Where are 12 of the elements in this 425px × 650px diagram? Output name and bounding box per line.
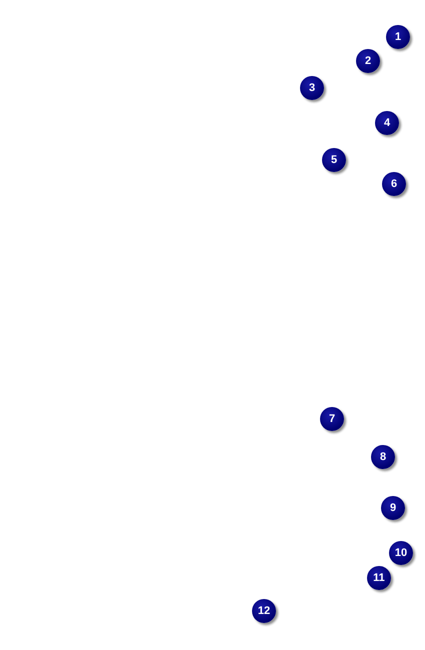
callout-number: 6 [382, 172, 406, 196]
callout-number: 7 [320, 407, 344, 431]
callout-number: 9 [381, 496, 405, 520]
callout-number: 4 [375, 111, 399, 135]
callout-number: 11 [367, 566, 391, 590]
callout-number: 12 [252, 599, 276, 623]
callout-number: 8 [371, 445, 395, 469]
callout-number: 5 [322, 148, 346, 172]
callout-number: 10 [389, 541, 413, 565]
callout-number: 3 [300, 76, 324, 100]
callout-number: 2 [356, 49, 380, 73]
callout-number: 1 [386, 25, 410, 49]
